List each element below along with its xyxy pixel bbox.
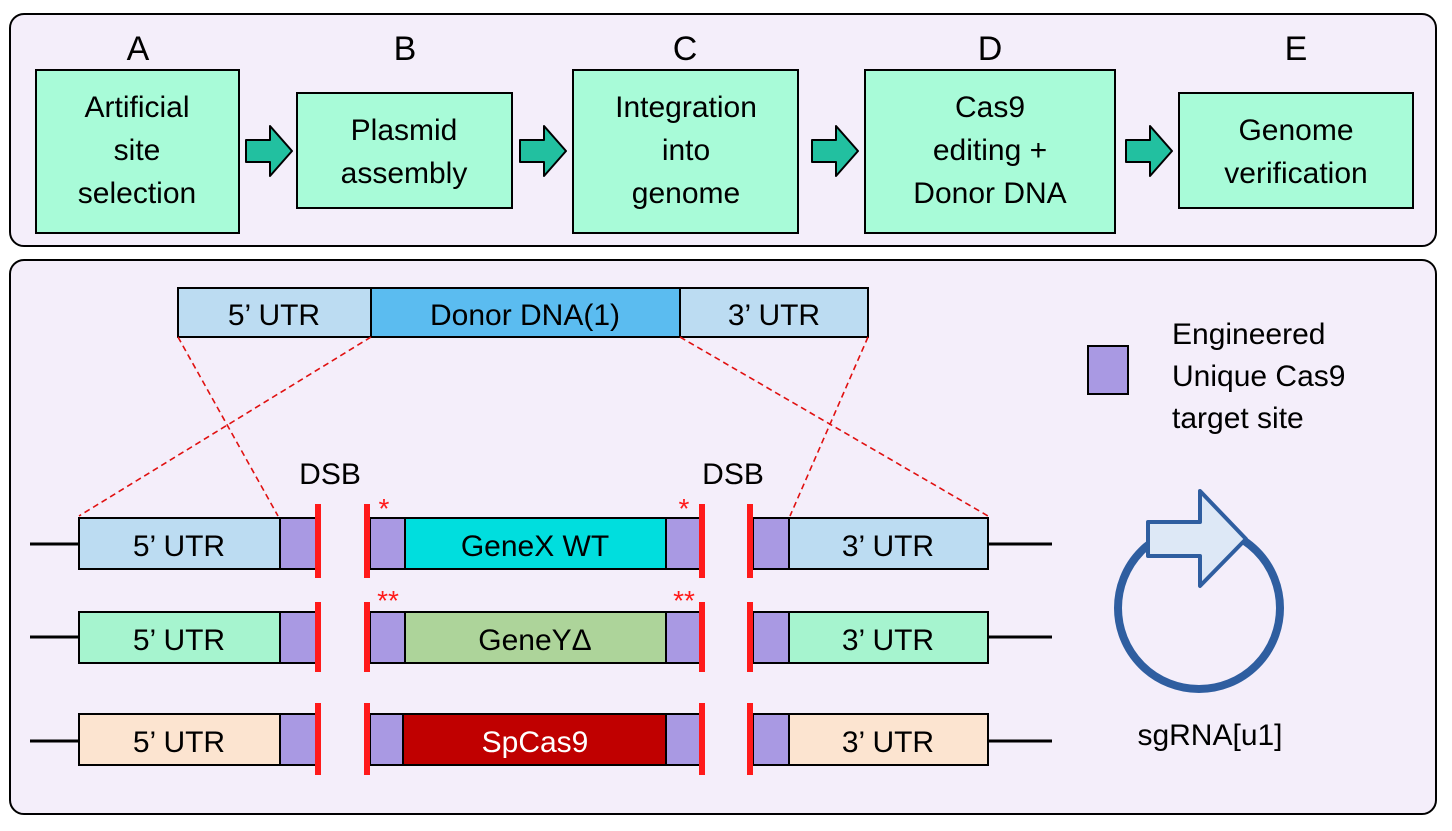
row2-utr3-label: 3’ UTR — [842, 624, 934, 657]
row1-mark-right: * — [679, 493, 690, 524]
step-c-line-2: into — [662, 134, 710, 167]
row2-mark-right: ** — [673, 585, 695, 616]
row3-target-site-inner-right — [665, 713, 703, 766]
row2-utr5-box — [78, 611, 281, 664]
row2-target-site-left — [279, 611, 317, 664]
row1-target-site-right — [752, 517, 790, 570]
arrow-right-icon-a-b — [245, 125, 293, 177]
step-letter-a: A — [127, 30, 150, 68]
row1-utr3-box — [788, 517, 989, 570]
row3-utr5-label: 5’ UTR — [133, 726, 225, 759]
step-letter-d: D — [978, 30, 1003, 68]
step-a-line-1: Artificial — [84, 91, 189, 124]
row2-gene-label: GeneYΔ — [478, 624, 591, 657]
donor-utr3-box — [679, 287, 869, 338]
row1-mark-left: * — [379, 493, 390, 524]
row1-target-site-inner-left — [369, 517, 406, 570]
plasmid-arrow-icon — [1146, 489, 1248, 588]
step-c-line-3: genome — [632, 177, 740, 210]
dsb-cut-marks — [315, 504, 753, 775]
plasmid-icon — [1114, 489, 1284, 693]
row3-target-site-right — [752, 713, 790, 766]
step-e-line-2: verification — [1224, 157, 1367, 190]
row3-gene-label: SpCas9 — [482, 726, 589, 759]
step-e-line-1: Genome — [1238, 114, 1353, 147]
locus-row-genex: 5’ UTR GeneX WT 3’ UTR * * — [30, 493, 1052, 570]
donor-utr3-label: 3’ UTR — [728, 299, 820, 332]
row1-target-site-inner-right — [665, 517, 703, 570]
row3-target-site-inner-left — [369, 713, 404, 766]
locus-row-spcas9: 5’ UTR SpCas9 3’ UTR — [30, 713, 1052, 766]
step-letter-b: B — [394, 30, 417, 68]
row1-gene-box — [404, 517, 667, 570]
dsb-left-label: DSB — [299, 458, 361, 491]
donor-utr5-label: 5’ UTR — [228, 299, 320, 332]
plasmid-label: sgRNA[u1] — [1137, 719, 1282, 752]
step-letter-e: E — [1285, 30, 1308, 68]
step-c-line-1: Integration — [615, 91, 757, 124]
locus-row-geney: 5’ UTR GeneYΔ 3’ UTR ** ** — [30, 585, 1052, 664]
donor-dna-label: Donor DNA(1) — [430, 299, 620, 332]
row2-target-site-inner-right — [665, 611, 703, 664]
step-box-a: Artificial site selection — [35, 69, 240, 234]
arrow-right-icon-b-c — [519, 125, 567, 177]
locus-panel — [9, 259, 1437, 815]
donor-construct: 5’ UTR Donor DNA(1) 3’ UTR — [177, 287, 869, 338]
row1-utr3-label: 3’ UTR — [842, 530, 934, 563]
step-box-c: Integration into genome — [572, 69, 799, 234]
row3-utr3-box — [788, 713, 989, 766]
row1-target-site-left — [279, 517, 317, 570]
row2-utr3-box — [788, 611, 989, 664]
legend-target-site-swatch — [1087, 345, 1129, 395]
row2-target-site-inner-left — [369, 611, 406, 664]
row3-utr3-label: 3’ UTR — [842, 726, 934, 759]
legend-line-1: Engineered — [1172, 318, 1325, 351]
step-b-line-2: assembly — [341, 157, 468, 190]
step-b-line-1: Plasmid — [351, 114, 458, 147]
row3-gene-box — [402, 713, 667, 766]
step-letter-c: C — [673, 30, 698, 68]
row2-target-site-right — [752, 611, 790, 664]
row2-mark-left: ** — [377, 585, 399, 616]
arrow-right-icon-d-e — [1125, 125, 1173, 177]
legend-line-2: Unique Cas9 — [1172, 360, 1345, 393]
step-d-line-2: editing + — [933, 134, 1047, 167]
arrow-right-icon-c-d — [811, 125, 859, 177]
row2-utr5-label: 5’ UTR — [133, 624, 225, 657]
step-box-e: Genome verification — [1178, 92, 1414, 209]
step-d-line-1: Cas9 — [955, 91, 1025, 124]
step-d-line-3: Donor DNA — [913, 177, 1066, 210]
step-a-line-3: selection — [78, 177, 196, 210]
row1-utr5-label: 5’ UTR — [133, 530, 225, 563]
step-a-line-2: site — [114, 134, 161, 167]
row1-gene-label: GeneX WT — [461, 530, 609, 563]
row3-target-site-left — [279, 713, 317, 766]
dsb-right-label: DSB — [702, 458, 764, 491]
legend-line-3: target site — [1172, 402, 1304, 435]
step-box-b: Plasmid assembly — [296, 92, 513, 209]
step-box-d: Cas9 editing + Donor DNA — [864, 69, 1116, 234]
homology-lines — [78, 336, 989, 517]
row1-utr5-box — [78, 517, 281, 570]
